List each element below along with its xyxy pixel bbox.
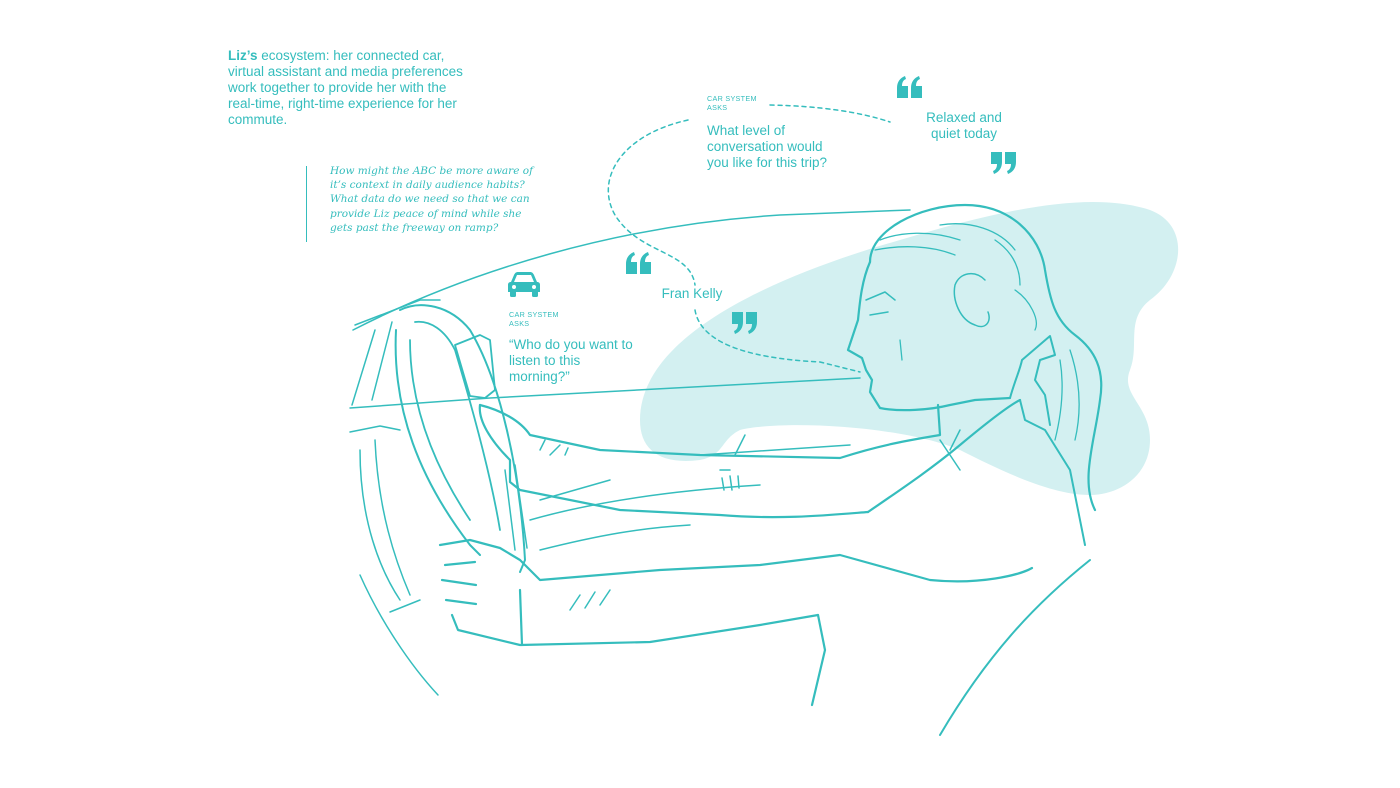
intro-text: Liz’s ecosystem: her connected car, virt… [228,48,463,128]
intro-name: Liz’s [228,48,258,63]
asks-label-line2: ASKS [707,102,728,112]
answer-relaxed-quiet: Relaxed and quiet today [926,110,1002,141]
asks-label-line1: CAR SYSTEM [707,94,757,103]
intro-body: ecosystem: her connected car, virtual as… [228,48,463,127]
close-quote-icon [991,152,1016,174]
car-system-asks-label-2: CAR SYSTEM ASKS [707,94,757,112]
line-art [349,104,1103,736]
open-quote-icon [626,252,651,274]
question-rule [306,166,537,242]
prompt-who-listen: “Who do you want to listen to this morni… [509,337,633,384]
prompt-conversation-level: What level of conversation would you lik… [707,123,828,170]
close-quote-icon [732,312,757,334]
car-system-asks-label-1: CAR SYSTEM ASKS [509,310,559,328]
research-question: How might the ABC be more aware of it’s … [330,165,533,234]
answer-fran-kelly: Fran Kelly [661,286,723,301]
asks-label-line1: CAR SYSTEM [509,310,559,319]
car-icon [508,272,540,297]
open-quote-icon [897,76,922,98]
asks-label-line2: ASKS [509,318,530,328]
background-blob [640,201,1179,495]
